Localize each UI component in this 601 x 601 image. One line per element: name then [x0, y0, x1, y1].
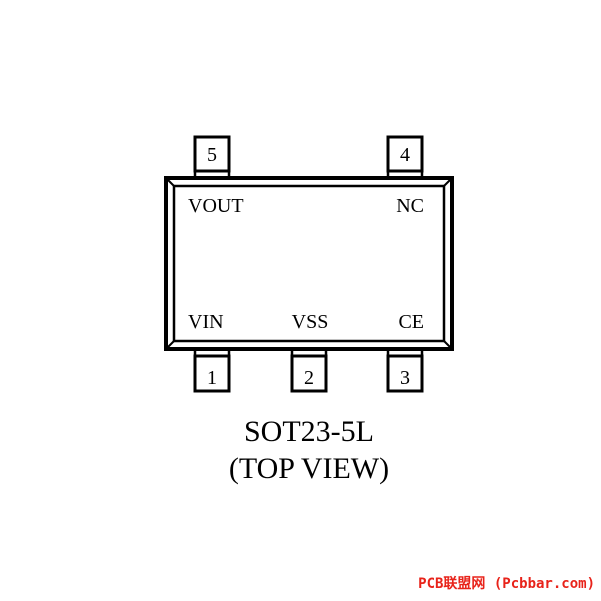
- pin-2-lead: [290, 354, 328, 393]
- pin-5-label: VOUT: [188, 195, 244, 217]
- corner-chamfer-top-right: [443, 177, 453, 187]
- pin-4: 4: [386, 135, 424, 180]
- pin-3-number: 3: [400, 367, 410, 389]
- pin-1-number: 1: [207, 367, 217, 389]
- pin-2-label: VSS: [292, 311, 329, 333]
- pin-4-number: 4: [400, 144, 410, 166]
- watermark-text: PCB联盟网 (Pcbbar.com): [418, 576, 595, 592]
- pin-2-number: 2: [304, 367, 314, 389]
- corner-chamfer-bottom-left: [165, 340, 175, 350]
- package-outline-inner: [172, 184, 446, 343]
- corner-chamfer-bottom-right: [443, 340, 453, 350]
- package-name-caption: SOT23-5L: [244, 415, 374, 448]
- pin-3-lead: [386, 354, 424, 393]
- pin-4-lead-base: [386, 169, 424, 180]
- pin-5: 5: [193, 135, 231, 180]
- pin-5-number: 5: [207, 144, 217, 166]
- pin-3-label: CE: [398, 311, 424, 333]
- pin-1: 1: [193, 347, 231, 393]
- view-caption: (TOP VIEW): [229, 452, 389, 485]
- pin-4-label: NC: [396, 195, 424, 217]
- corner-chamfer-top-left: [165, 177, 175, 187]
- pin-1-lead: [193, 354, 231, 393]
- pin-1-label: VIN: [188, 311, 224, 333]
- pin-5-lead-base: [193, 169, 231, 180]
- pin-2: 2: [290, 347, 328, 393]
- pin-3: 3: [386, 347, 424, 393]
